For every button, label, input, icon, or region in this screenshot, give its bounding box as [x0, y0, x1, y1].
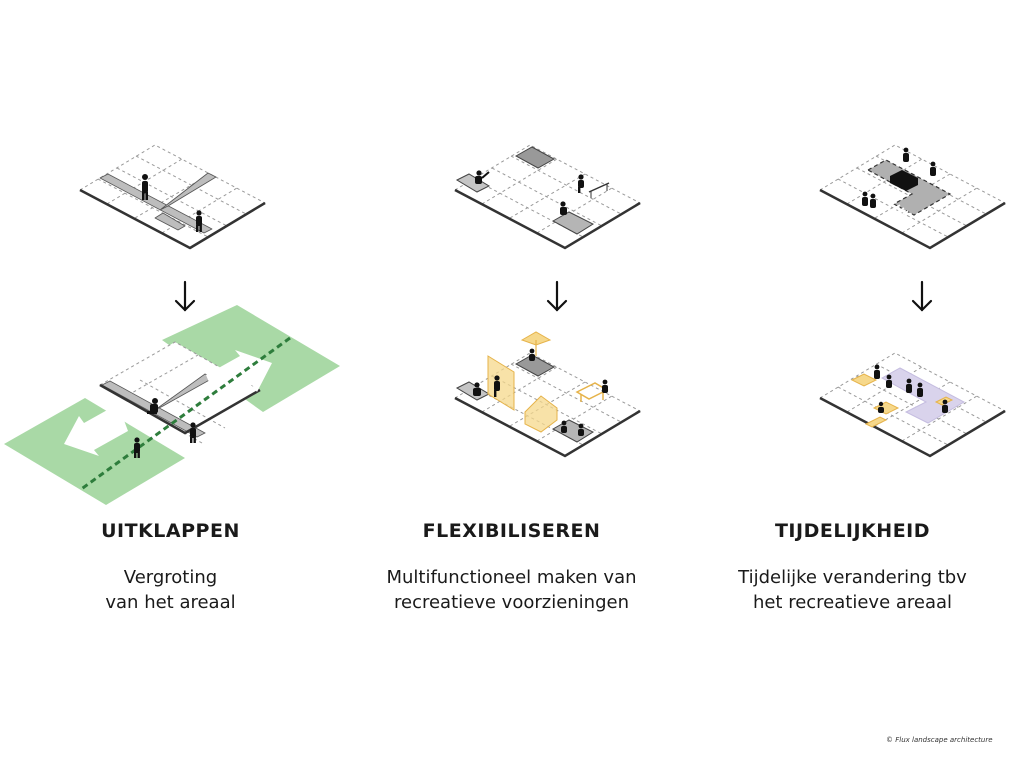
tijdelijkheid-diagram	[818, 144, 1007, 458]
person-icon	[134, 398, 196, 458]
flexibiliseren-bottom-grid	[453, 352, 642, 458]
panel-description: Multifunctioneel maken van recreatieve v…	[341, 565, 682, 615]
car-icon	[890, 170, 918, 191]
panel-tijdelijkheid: TIJDELIJKHEID Tijdelijke verandering tbv…	[682, 0, 1023, 767]
description-line: Multifunctioneel maken van	[386, 567, 637, 588]
person-icon	[862, 147, 936, 208]
panel-uitklappen: UITKLAPPEN Vergroting van het areaal	[0, 0, 341, 767]
panel-title: TIJDELIJKHEID	[774, 520, 931, 542]
tijdelijkheid-top-grid	[818, 144, 1007, 250]
panel-title: UITKLAPPEN	[101, 520, 240, 542]
down-arrow-icon	[911, 280, 933, 312]
uitklappen-bottom-diagram	[4, 305, 340, 505]
uitklappen-top-grid	[79, 144, 266, 250]
panel-description: Vergroting van het areaal	[0, 565, 341, 615]
flexibiliseren-top-grid	[453, 144, 642, 250]
tijdelijkheid-bottom-grid	[818, 352, 1007, 458]
flexibiliseren-diagram	[453, 144, 642, 458]
description-line: Vergroting	[123, 567, 218, 588]
person-icon	[874, 364, 948, 413]
down-arrow-icon	[174, 280, 196, 312]
credit-text: © Flux landscape architecture	[886, 736, 993, 744]
person-icon	[142, 174, 202, 232]
umbrella-icon	[520, 331, 552, 356]
person-icon	[475, 170, 584, 215]
panel-title: FLEXIBILISEREN	[422, 520, 601, 542]
panel-description: Tijdelijke verandering tbv het recreatie…	[682, 565, 1023, 615]
description-line: van het areaal	[105, 592, 236, 613]
description-line: recreatieve voorzieningen	[394, 592, 629, 613]
description-line: Tijdelijke verandering tbv	[738, 567, 967, 588]
description-line: het recreatieve areaal	[752, 592, 953, 613]
down-arrow-icon	[546, 280, 568, 312]
uitklappen-diagram	[4, 144, 340, 505]
panel-flexibiliseren: FLEXIBILISEREN Multifunctioneel maken va…	[341, 0, 682, 767]
person-icon	[473, 348, 608, 436]
